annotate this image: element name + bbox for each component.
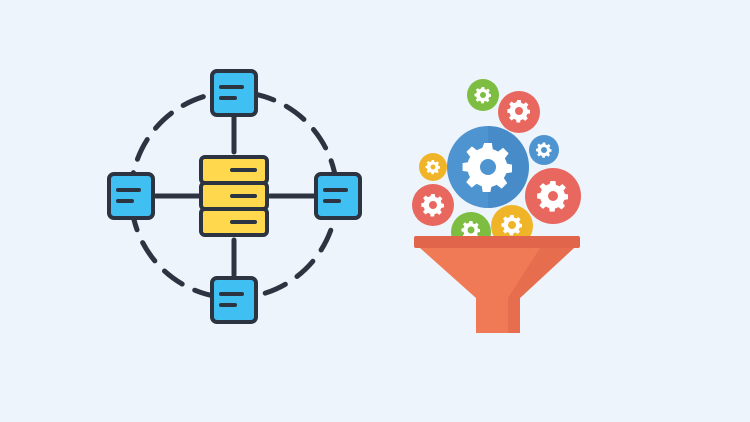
gear-icon: [447, 126, 529, 208]
data-network-icon: [107, 69, 362, 324]
gear-icon: [467, 79, 499, 111]
gear-icon: [498, 91, 540, 133]
gear-icon: [419, 153, 447, 181]
gear-icon: [529, 135, 559, 165]
network-node-top: [210, 69, 258, 117]
gear-icon: [525, 168, 581, 224]
funnel-icon: [414, 236, 580, 333]
network-node-bottom: [210, 276, 258, 324]
gear-icon: [412, 184, 454, 226]
data-processing-funnel-icon: [412, 79, 581, 333]
server-stack-icon: [199, 155, 269, 237]
network-node-right: [314, 172, 362, 220]
network-node-left: [107, 172, 155, 220]
network-spokes: [153, 113, 317, 278]
funnel-rim: [414, 236, 580, 248]
